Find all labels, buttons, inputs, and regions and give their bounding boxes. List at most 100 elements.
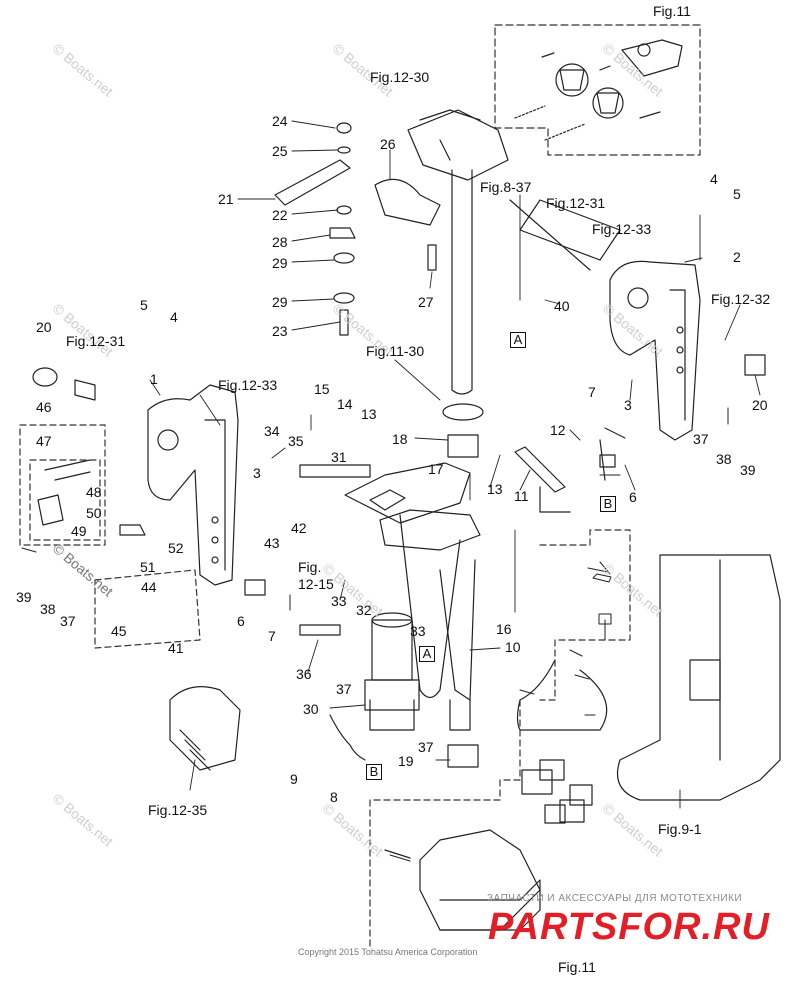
part-label[interactable]: 13 — [361, 406, 377, 422]
callout-box[interactable]: B — [600, 496, 616, 512]
part-label[interactable]: 3 — [624, 397, 632, 413]
part-label[interactable]: 39 — [16, 589, 32, 605]
part-label[interactable]: 22 — [272, 207, 288, 223]
part-label[interactable]: 4 — [710, 171, 718, 187]
part-label[interactable]: 2 — [733, 249, 741, 265]
part-label[interactable]: 7 — [588, 384, 596, 400]
part-label[interactable]: 4 — [170, 309, 178, 325]
part-label[interactable]: 29 — [272, 294, 288, 310]
part-label[interactable]: 27 — [418, 294, 434, 310]
part-label[interactable]: 37 — [336, 681, 352, 697]
part-label[interactable]: 26 — [380, 136, 396, 152]
part-label[interactable]: 20 — [36, 319, 52, 335]
part-label[interactable]: 33 — [410, 623, 426, 639]
part-label[interactable]: 31 — [331, 449, 347, 465]
rubber-blocks — [521, 759, 593, 824]
part-label[interactable]: 43 — [264, 535, 280, 551]
leader-lines — [149, 120, 761, 809]
fig-ref[interactable]: Fig.11 — [653, 3, 691, 19]
part-label[interactable]: 49 — [71, 523, 87, 539]
part-label[interactable]: 5 — [140, 297, 148, 313]
fig-ref[interactable]: Fig.12-30 — [370, 69, 430, 85]
fig-ref[interactable]: Fig.12-31 — [546, 195, 606, 211]
part-label[interactable]: 40 — [554, 298, 570, 314]
part-label[interactable]: 41 — [168, 640, 184, 656]
part-label[interactable]: 11 — [514, 488, 529, 504]
part-label[interactable]: 9 — [290, 771, 298, 787]
part-label[interactable]: 46 — [36, 399, 52, 415]
right-clamp-bracket — [609, 260, 701, 441]
tiller-handle — [169, 686, 241, 771]
lower-mount — [384, 829, 541, 931]
part-label[interactable]: 20 — [752, 397, 768, 413]
part-label[interactable]: 52 — [168, 540, 184, 556]
fig11-inset-parts — [514, 39, 683, 141]
part-label[interactable]: 7 — [268, 628, 276, 644]
part-label[interactable]: 36 — [296, 666, 312, 682]
part-label[interactable]: 10 — [505, 639, 521, 655]
callout-box[interactable]: A — [510, 332, 526, 348]
part-label[interactable]: 45 — [111, 623, 127, 639]
part-label[interactable]: 48 — [86, 484, 102, 500]
part-label[interactable]: 18 — [392, 431, 408, 447]
part-label[interactable]: 13 — [487, 481, 503, 497]
part-label[interactable]: 30 — [303, 701, 319, 717]
fig-ref[interactable]: Fig.12-32 — [711, 291, 771, 307]
fig-ref[interactable]: Fig.9-1 — [658, 821, 702, 837]
part-label[interactable]: 8 — [330, 789, 338, 805]
fig-ref[interactable]: Fig.8-37 — [480, 179, 532, 195]
part-label[interactable]: 14 — [337, 396, 353, 412]
callout-box[interactable]: B — [366, 764, 382, 780]
fig-ref[interactable]: Fig.12-31 — [66, 333, 126, 349]
part-label[interactable]: 5 — [733, 186, 741, 202]
tilt-cylinder — [364, 612, 420, 731]
part-label[interactable]: 37 — [693, 431, 709, 447]
fig-ref[interactable]: Fig.12-35 — [148, 802, 208, 818]
fig-ref[interactable]: Fig.11-30 — [366, 343, 425, 359]
fig11-inset-box — [494, 24, 701, 156]
callout-box[interactable]: A — [419, 646, 435, 662]
brand-logo: PARTSFOR.RU — [488, 906, 770, 948]
part-label[interactable]: 29 — [272, 255, 288, 271]
fig-ref[interactable]: Fig. — [298, 559, 322, 575]
part-label[interactable]: 37 — [418, 739, 434, 755]
fig-ref[interactable]: Fig.11 — [558, 959, 596, 975]
part-label[interactable]: 6 — [629, 489, 637, 505]
part-label[interactable]: 16 — [496, 621, 512, 637]
part-label[interactable]: 23 — [272, 323, 288, 339]
part-label[interactable]: 25 — [272, 143, 288, 159]
part-label[interactable]: 37 — [60, 613, 76, 629]
cable-assembly — [509, 199, 621, 731]
part-label[interactable]: 38 — [716, 451, 732, 467]
fig-ref[interactable]: Fig.12-33 — [592, 221, 652, 237]
fig-ref[interactable]: Fig.12-33 — [218, 377, 278, 393]
part-label[interactable]: 35 — [288, 433, 304, 449]
part-label[interactable]: 15 — [314, 381, 330, 397]
part-label[interactable]: 6 — [237, 613, 245, 629]
part-label[interactable]: 51 — [140, 559, 156, 575]
part-label[interactable]: 39 — [740, 462, 756, 478]
fig-ref[interactable]: 12-15 — [298, 576, 334, 592]
part-label[interactable]: 12 — [550, 422, 566, 438]
part-label[interactable]: 33 — [331, 593, 347, 609]
screws — [21, 407, 729, 862]
part-label[interactable]: 42 — [291, 520, 307, 536]
steering-shaft — [407, 109, 509, 395]
part-label[interactable]: 50 — [86, 505, 102, 521]
part-label[interactable]: 1 — [150, 371, 158, 387]
part-label[interactable]: 3 — [253, 465, 261, 481]
part-label[interactable]: 47 — [36, 433, 52, 449]
part-label[interactable]: 34 — [264, 423, 280, 439]
part-label[interactable]: 32 — [356, 602, 372, 618]
part-label[interactable]: 44 — [141, 579, 157, 595]
part-label[interactable]: 38 — [40, 601, 56, 617]
part-label[interactable]: 28 — [272, 234, 288, 250]
part-label[interactable]: 21 — [218, 191, 234, 207]
part-label[interactable]: 24 — [272, 113, 288, 129]
part-label[interactable]: 19 — [398, 753, 414, 769]
brand-tagline: ЗАПЧАСТИ И АКСЕССУАРЫ ДЛЯ МОТОТЕХНИКИ — [487, 893, 743, 904]
dashed-group-boxes — [19, 424, 631, 951]
part-label[interactable]: 17 — [428, 461, 444, 477]
